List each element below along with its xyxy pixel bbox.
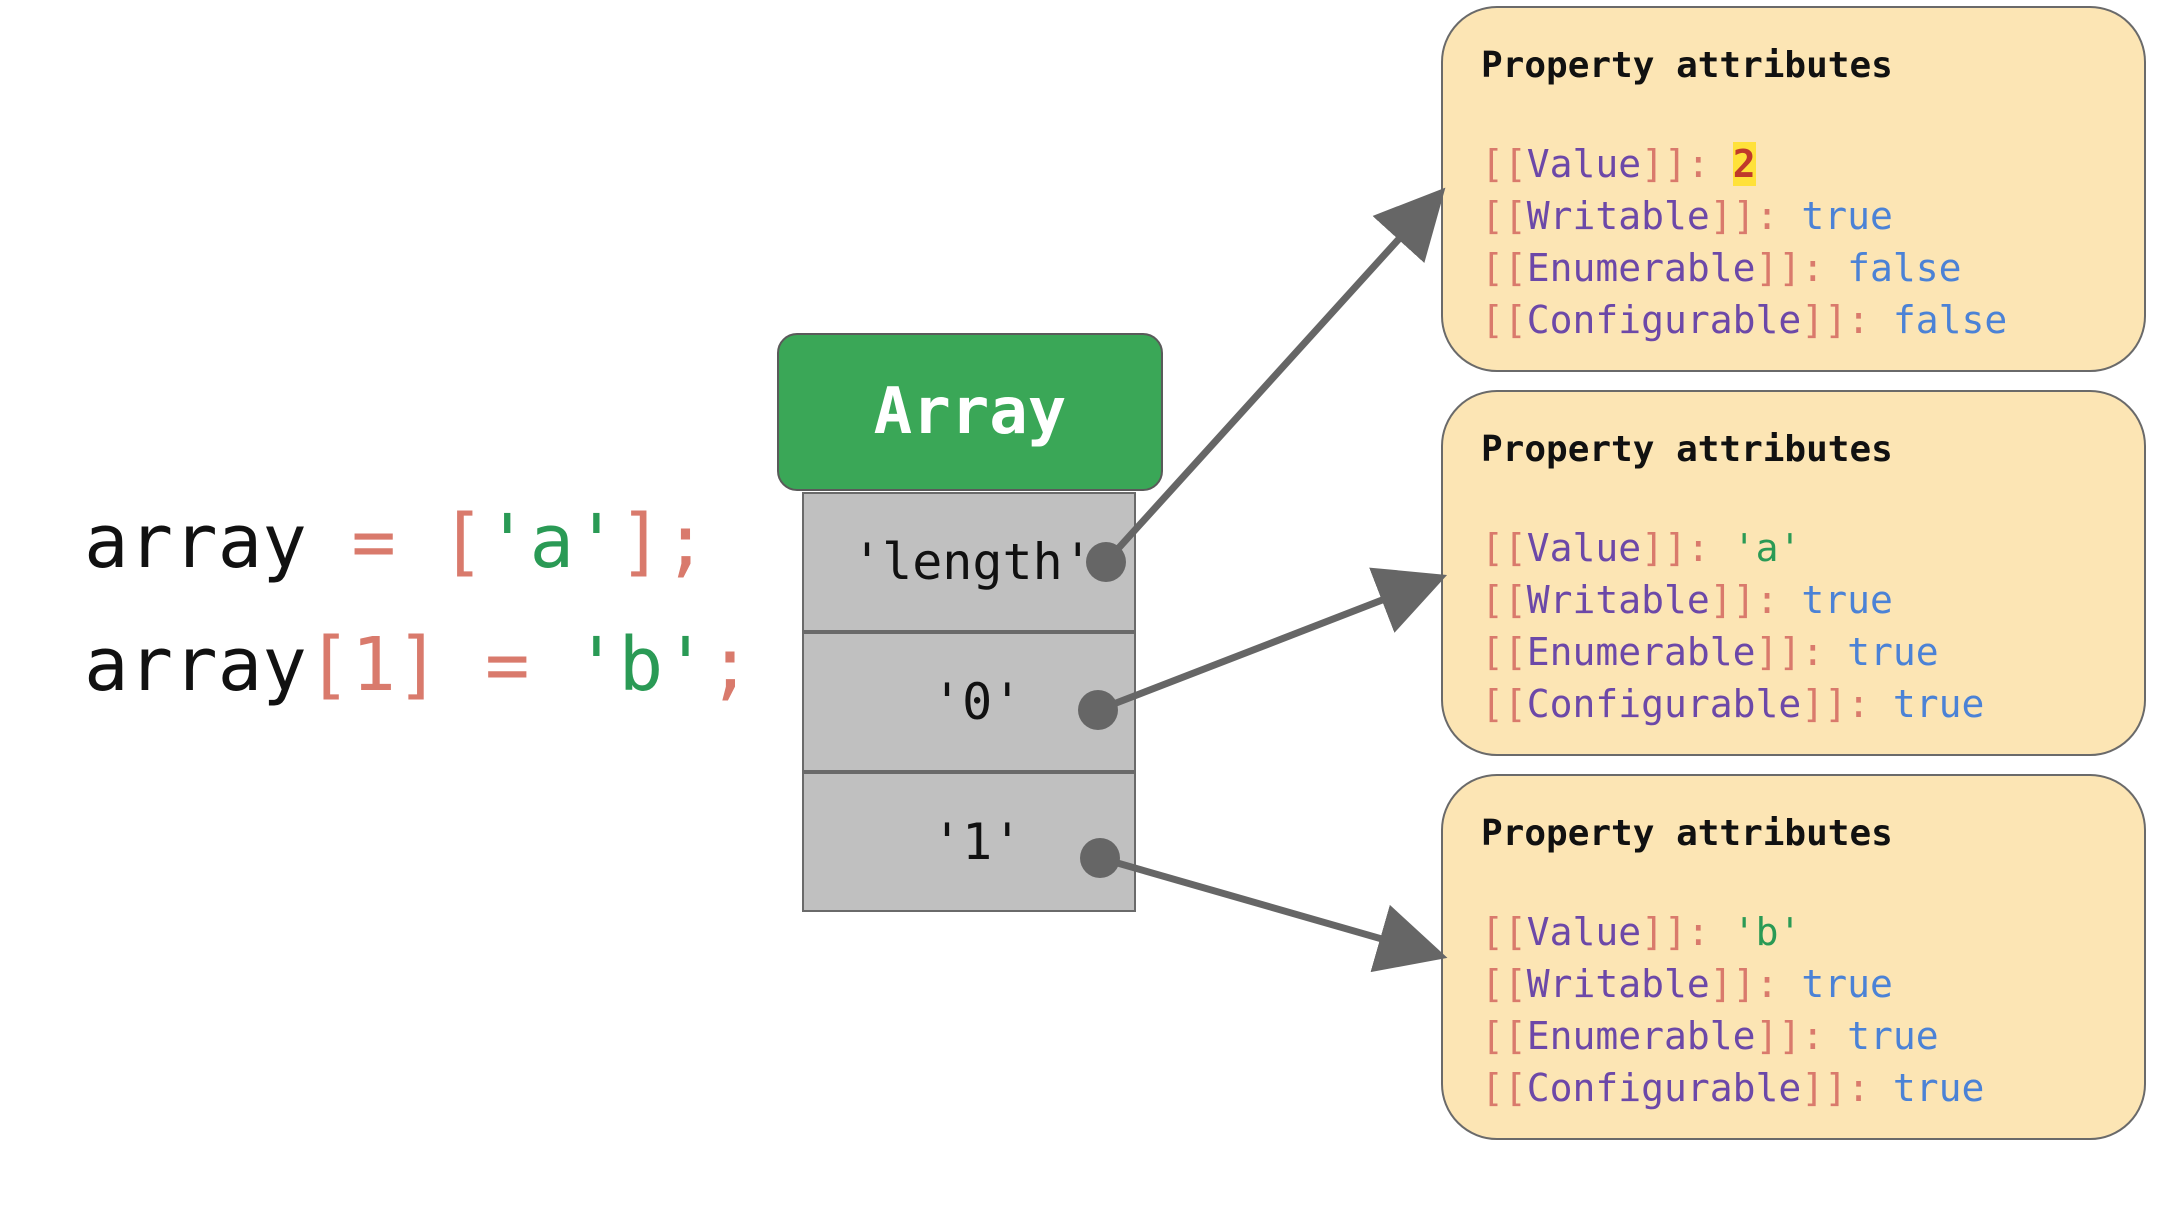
attr-value: 2 <box>1732 142 1756 186</box>
attr-value-line: [[Value]]: 'a' <box>1481 526 1802 570</box>
code-line-2: array[1] = 'b'; <box>84 628 752 702</box>
code-line-1: array = ['a']; <box>84 505 708 579</box>
code-equals: = <box>440 622 575 708</box>
attr-configurable-line: [[Configurable]]: false <box>1481 298 2008 342</box>
attr-writable-line: [[Writable]]: true <box>1481 578 1893 622</box>
attr-writable: true <box>1801 962 1893 1006</box>
array-cell-0: '0' <box>802 632 1136 772</box>
attr-box-0: Property attributes [[Value]]: 'a' [[Wri… <box>1441 390 2146 756</box>
array-header: Array <box>777 333 1163 491</box>
code-index: 1 <box>351 622 396 708</box>
attr-enumerable: false <box>1847 246 1962 290</box>
attr-configurable: true <box>1892 1066 1985 1110</box>
attr-title: Property attributes <box>1481 813 1893 854</box>
attr-value: 'a' <box>1732 526 1802 570</box>
attr-configurable: true <box>1892 682 1985 726</box>
code-ident: array <box>84 499 307 585</box>
code-equals: = <box>306 499 441 585</box>
code-semicolon: ; <box>663 499 708 585</box>
code-string: 'a' <box>484 499 619 585</box>
attr-value-line: [[Value]]: 2 <box>1481 142 1756 186</box>
attr-box-length: Property attributes [[Value]]: 2 [[Writa… <box>1441 6 2146 372</box>
code-close-bracket: ] <box>618 499 664 585</box>
attr-writable: true <box>1801 194 1893 238</box>
arrow-1 <box>1099 854 1448 973</box>
code-open-bracket: [ <box>306 622 352 708</box>
attr-writable-line: [[Writable]]: true <box>1481 194 1893 238</box>
array-cell-length: 'length' <box>802 492 1136 632</box>
attr-enumerable-line: [[Enumerable]]: false <box>1481 246 1962 290</box>
attr-configurable: false <box>1892 298 2008 342</box>
attr-value-line: [[Value]]: 'b' <box>1481 910 1802 954</box>
code-string: 'b' <box>574 622 708 708</box>
attr-enumerable-line: [[Enumerable]]: true <box>1481 630 1939 674</box>
arrow-0 <box>1096 567 1448 714</box>
attr-enumerable-line: [[Enumerable]]: true <box>1481 1014 1939 1058</box>
attr-title: Property attributes <box>1481 45 1893 86</box>
attr-configurable-line: [[Configurable]]: true <box>1481 682 1985 726</box>
code-open-bracket: [ <box>440 499 485 585</box>
attr-writable: true <box>1801 578 1893 622</box>
attr-box-1: Property attributes [[Value]]: 'b' [[Wri… <box>1441 774 2146 1140</box>
attr-enumerable: true <box>1847 630 1939 674</box>
code-close-bracket: ] <box>395 622 441 708</box>
attr-writable-line: [[Writable]]: true <box>1481 962 1893 1006</box>
array-cell-1: '1' <box>802 772 1136 912</box>
attr-title: Property attributes <box>1481 429 1893 470</box>
attr-value: 'b' <box>1732 910 1802 954</box>
attr-configurable-line: [[Configurable]]: true <box>1481 1066 1985 1110</box>
code-semicolon: ; <box>707 622 753 708</box>
code-ident: array <box>84 622 307 708</box>
attr-enumerable: true <box>1847 1014 1939 1058</box>
